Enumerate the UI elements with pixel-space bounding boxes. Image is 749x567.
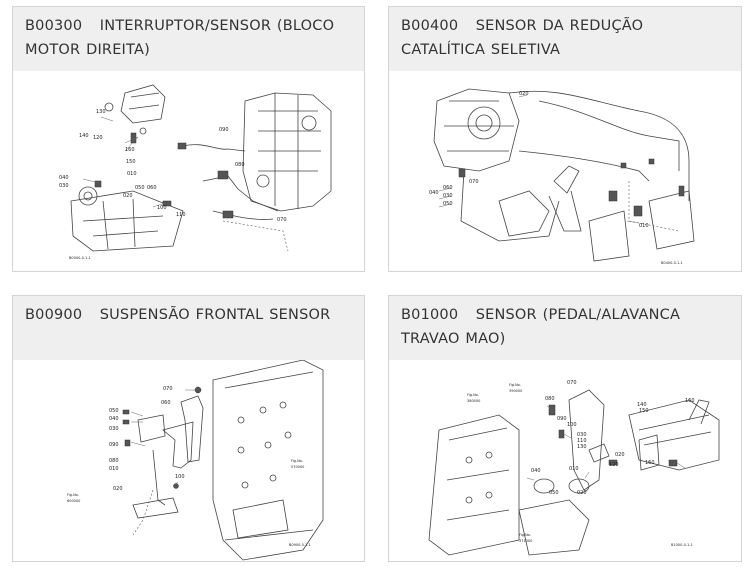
svg-text:160: 160 — [685, 398, 695, 404]
svg-text:380000: 380000 — [467, 399, 480, 403]
svg-text:100: 100 — [567, 422, 577, 428]
parts-diagram-image[interactable]: 070 060 050 040 030 090 080 010 020 100 Fig.N… — [13, 360, 364, 561]
card-title: B00900 SUSPENSÃO FRONTAL SENSOR — [13, 296, 364, 360]
card-title: B01000 SENSOR (PEDAL/ALAVANCA TRAVAO MAO… — [389, 296, 741, 360]
card-code: B01000 — [401, 307, 459, 323]
svg-text:130: 130 — [96, 109, 106, 115]
card-name: SENSOR (PEDAL/ALAVANCA TRAVAO MAO) — [401, 307, 681, 347]
svg-text:030: 030 — [443, 193, 453, 199]
svg-text:130: 130 — [577, 444, 587, 450]
card-name: SENSOR DA REDUÇÃO CATALÍTICA SELETIVA — [401, 18, 644, 58]
svg-text:Fig.No.: Fig.No. — [291, 459, 303, 463]
svg-text:Fig.No.: Fig.No. — [467, 393, 479, 397]
svg-text:600000: 600000 — [67, 499, 80, 503]
svg-text:150: 150 — [126, 159, 136, 165]
svg-text:390000: 390000 — [509, 389, 522, 393]
svg-text:040: 040 — [531, 468, 541, 474]
svg-text:030: 030 — [577, 432, 587, 438]
svg-text:090: 090 — [557, 416, 567, 422]
svg-text:020: 020 — [577, 490, 587, 496]
svg-text:150: 150 — [639, 408, 649, 414]
card-title: B00400 SENSOR DA REDUÇÃO CATALÍTICA SELE… — [389, 7, 741, 71]
svg-text:040: 040 — [59, 175, 69, 181]
svg-text:050: 050 — [135, 185, 145, 191]
svg-text:010: 010 — [639, 223, 649, 229]
catalog-card-b00300[interactable]: B00300 INTERRUPTOR/SENSOR (BLOCO MOTOR D… — [12, 6, 365, 272]
svg-text:060: 060 — [443, 185, 453, 191]
svg-text:110: 110 — [577, 438, 587, 444]
svg-text:090: 090 — [109, 442, 119, 448]
svg-text:B0900-0-1-1: B0900-0-1-1 — [289, 543, 311, 547]
svg-text:040: 040 — [429, 190, 439, 196]
card-name: SUSPENSÃO FRONTAL SENSOR — [99, 307, 331, 323]
svg-text:030: 030 — [109, 426, 119, 432]
svg-text:120: 120 — [93, 135, 103, 141]
svg-text:070000: 070000 — [291, 465, 304, 469]
parts-diagram-image[interactable]: 020 040 060 030 050 070 010 B0400-0-1-1 — [389, 71, 741, 271]
svg-text:020: 020 — [615, 452, 625, 458]
svg-text:070: 070 — [163, 386, 173, 392]
svg-text:160: 160 — [125, 147, 135, 153]
svg-text:140: 140 — [637, 402, 647, 408]
svg-text:Fig.No.: Fig.No. — [509, 383, 521, 387]
svg-text:120: 120 — [609, 462, 619, 468]
svg-text:020: 020 — [113, 486, 123, 492]
svg-text:020: 020 — [123, 193, 133, 199]
svg-text:080: 080 — [235, 162, 245, 168]
card-title: B00300 INTERRUPTOR/SENSOR (BLOCO MOTOR D… — [13, 7, 364, 71]
svg-text:371000: 371000 — [519, 539, 532, 543]
svg-text:050: 050 — [549, 490, 559, 496]
svg-text:040: 040 — [109, 416, 119, 422]
svg-text:090: 090 — [219, 127, 229, 133]
svg-text:Fig.No.: Fig.No. — [67, 493, 79, 497]
svg-text:080: 080 — [109, 458, 119, 464]
card-code: B00900 — [25, 307, 83, 323]
svg-text:070: 070 — [567, 380, 577, 386]
svg-text:B0400-0-1-1: B0400-0-1-1 — [661, 261, 683, 265]
svg-text:070: 070 — [469, 179, 479, 185]
catalog-card-b00400[interactable]: B00400 SENSOR DA REDUÇÃO CATALÍTICA SELE… — [388, 6, 742, 272]
svg-text:110: 110 — [176, 212, 186, 218]
svg-text:010: 010 — [109, 466, 119, 472]
scr-sensor-diagram: 020 040 060 030 050 070 010 B0400-0-1-1 — [429, 88, 695, 265]
card-code: B00400 — [401, 18, 459, 34]
svg-text:010: 010 — [569, 466, 579, 472]
svg-text:Fig.No.: Fig.No. — [519, 533, 531, 537]
front-suspension-sensor-diagram: 070 060 050 040 030 090 080 010 020 100 Fig.N… — [67, 360, 324, 561]
svg-text:100: 100 — [157, 205, 167, 211]
svg-text:020: 020 — [519, 91, 529, 97]
svg-text:010: 010 — [127, 171, 137, 177]
svg-text:030: 030 — [59, 183, 69, 189]
svg-text:060: 060 — [147, 185, 157, 191]
catalog-card-b01000[interactable]: B01000 SENSOR (PEDAL/ALAVANCA TRAVAO MAO… — [388, 295, 742, 562]
svg-text:B0000-0-1-1: B0000-0-1-1 — [69, 256, 91, 260]
svg-text:140: 140 — [79, 133, 89, 139]
svg-text:060: 060 — [161, 400, 171, 406]
svg-text:160: 160 — [645, 460, 655, 466]
svg-text:070: 070 — [277, 217, 287, 223]
card-code: B00300 — [25, 18, 83, 34]
svg-text:050: 050 — [109, 408, 119, 414]
catalog-card-b00900[interactable]: B00900 SUSPENSÃO FRONTAL SENSOR — [12, 295, 365, 562]
svg-text:080: 080 — [545, 396, 555, 402]
svg-text:B1000-0-1-1: B1000-0-1-1 — [671, 543, 693, 547]
svg-text:100: 100 — [175, 474, 185, 480]
svg-text:050: 050 — [443, 201, 453, 207]
card-name: INTERRUPTOR/SENSOR (BLOCO MOTOR DIREITA) — [25, 18, 335, 58]
